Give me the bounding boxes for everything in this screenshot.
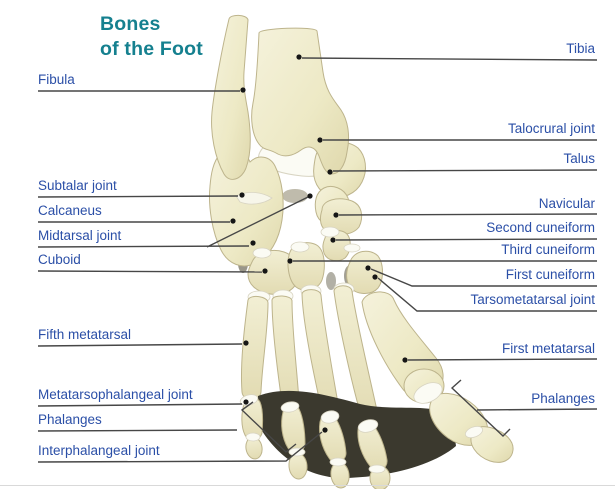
label-tibia: Tibia bbox=[566, 41, 595, 56]
label-phalanges-left: Phalanges bbox=[38, 412, 102, 427]
bracket-phalanges-right bbox=[450, 379, 511, 437]
leader-midtarsal-joint bbox=[37, 193, 313, 248]
leader-first-metatarsal bbox=[402, 357, 598, 363]
metatarsal-bones bbox=[240, 285, 445, 425]
leader-third-cuneiform bbox=[287, 258, 597, 264]
tibia-bone bbox=[251, 27, 350, 175]
navicular-bone bbox=[319, 198, 363, 235]
bracket-phalanges-left bbox=[240, 401, 297, 453]
label-calcaneus: Calcaneus bbox=[38, 203, 102, 218]
toe-shadow bbox=[258, 390, 456, 478]
label-phalanges-right: Phalanges bbox=[531, 391, 595, 406]
diagram-title: Bones of the Foot bbox=[100, 12, 203, 62]
label-fifth-metatarsal: Fifth metatarsal bbox=[38, 327, 132, 342]
label-talus: Talus bbox=[563, 151, 595, 166]
leader-fibula bbox=[38, 87, 246, 93]
leader-calcaneus bbox=[38, 218, 236, 224]
subtalar-cartilage bbox=[235, 192, 273, 205]
fifth-metatarsal-bone bbox=[240, 295, 269, 400]
leader-interphalangeal-joint bbox=[37, 427, 328, 463]
leader-cuboid bbox=[37, 268, 268, 274]
bottom-divider bbox=[0, 485, 615, 486]
label-talocrural-joint: Talocrural joint bbox=[507, 121, 595, 136]
label-cuboid: Cuboid bbox=[38, 252, 81, 267]
label-first-metatarsal: First metatarsal bbox=[501, 341, 595, 356]
label-metatarsophalangeal-joint: Metatarsophalangeal joint bbox=[38, 387, 193, 402]
leader-tibia bbox=[296, 54, 598, 61]
leader-metatarsophalangeal-joint bbox=[37, 399, 249, 407]
diagram-title-line2: of the Foot bbox=[100, 38, 203, 60]
first-cuneiform-bone bbox=[346, 250, 383, 294]
third-cuneiform-bone bbox=[287, 242, 325, 291]
label-second-cuneiform: Second cuneiform bbox=[486, 220, 595, 235]
leader-tarsometatarsal-joint bbox=[372, 274, 597, 312]
leader-subtalar-joint bbox=[37, 192, 245, 198]
leader-talus bbox=[327, 169, 598, 175]
label-midtarsal-joint: Midtarsal joint bbox=[38, 228, 122, 243]
label-subtalar-joint: Subtalar joint bbox=[38, 178, 117, 193]
leader-second-cuneiform bbox=[330, 237, 598, 243]
leader-phalanges-right bbox=[450, 379, 598, 437]
diagram-title-line1: Bones bbox=[100, 13, 161, 35]
label-third-cuneiform: Third cuneiform bbox=[501, 242, 595, 257]
label-fibula: Fibula bbox=[38, 72, 75, 87]
leader-first-cuneiform bbox=[365, 265, 597, 287]
label-navicular: Navicular bbox=[538, 196, 595, 211]
leader-phalanges-left bbox=[37, 401, 297, 453]
leader-talocrural-joint bbox=[317, 137, 597, 143]
fibula-bone bbox=[211, 14, 251, 180]
label-tarsometatarsal-joint: Tarsometatarsal joint bbox=[470, 292, 595, 307]
leader-navicular bbox=[333, 212, 598, 218]
label-interphalangeal-joint: Interphalangeal joint bbox=[38, 443, 160, 458]
second-cuneiform-bone bbox=[322, 230, 351, 262]
leader-fifth-metatarsal bbox=[37, 340, 249, 347]
label-first-cuneiform: First cuneiform bbox=[505, 267, 595, 282]
